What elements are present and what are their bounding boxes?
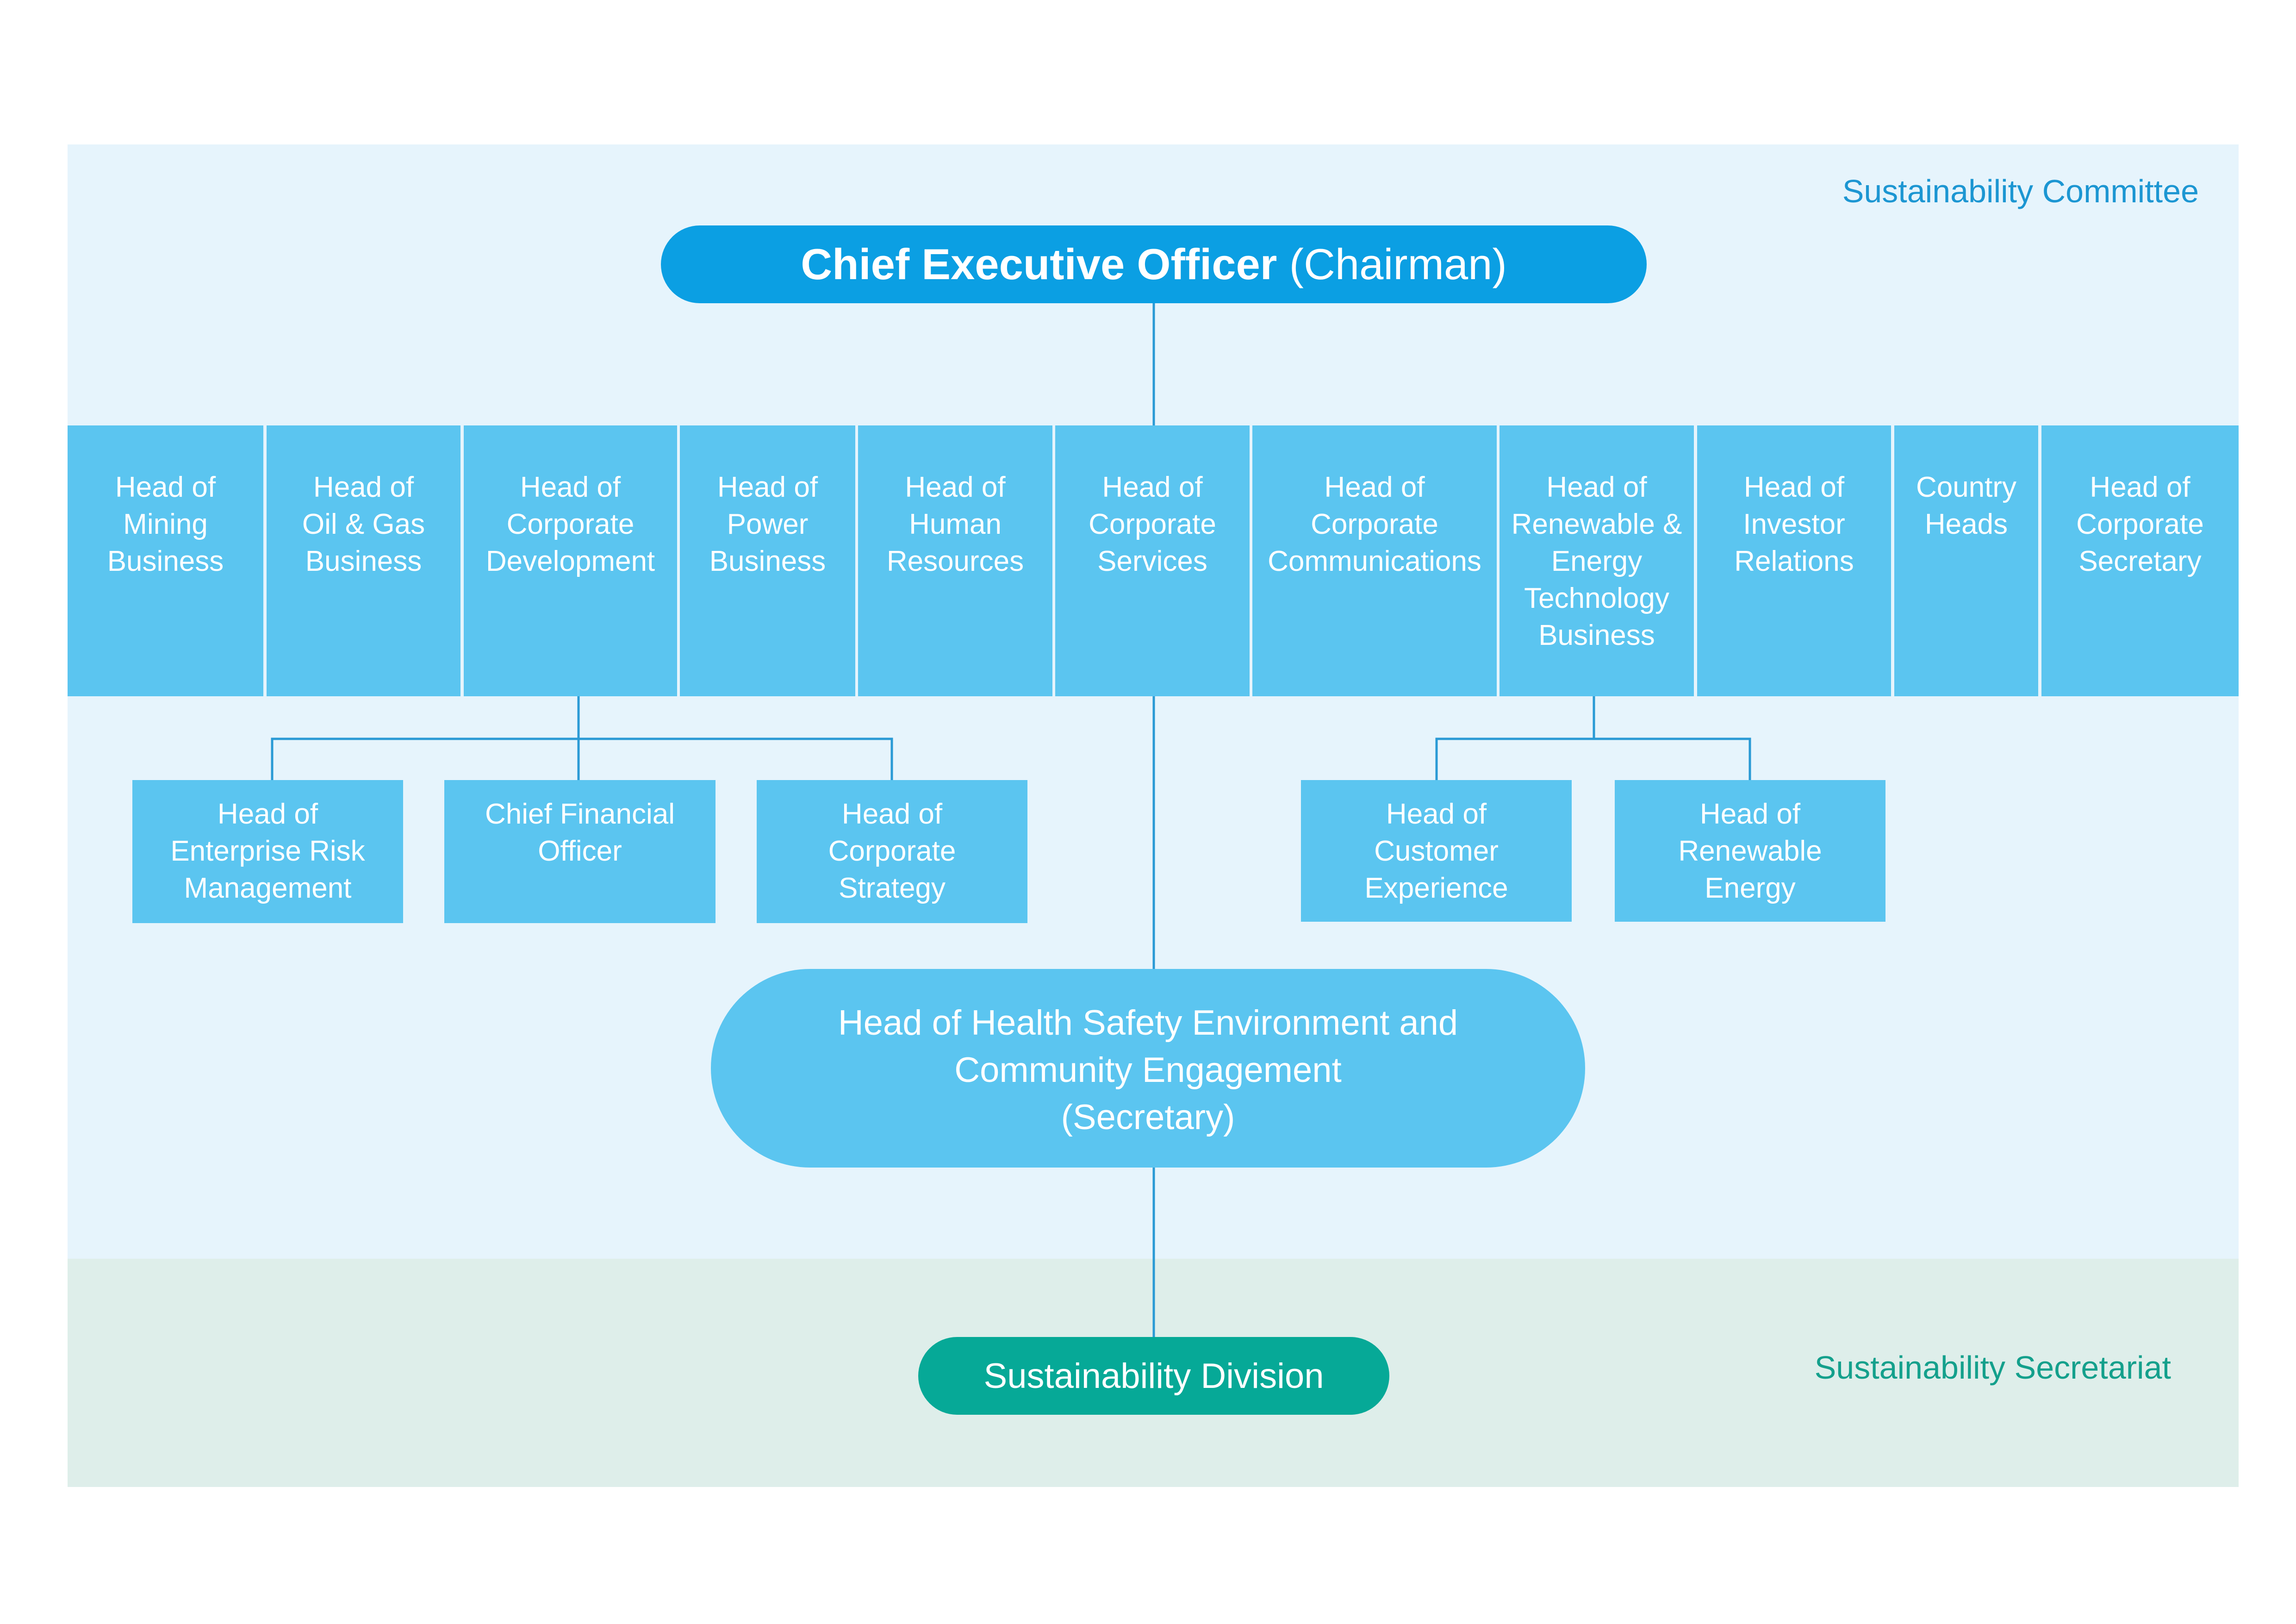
head-mining-business-box: Head of Mining Business	[68, 425, 263, 696]
secretary-label: Head of Health Safety Environment and Co…	[838, 1003, 1458, 1137]
head-corporate-secretary-box: Head of Corporate Secretary	[2041, 425, 2239, 696]
head-investor-relations-box: Head of Investor Relations	[1697, 425, 1891, 696]
cfo-box: Chief Financial Officer	[444, 780, 716, 923]
head-enterprise-risk-box: Head of Enterprise Risk Management	[132, 780, 403, 923]
head-oil-gas-business-box: Head of Oil & Gas Business	[267, 425, 460, 696]
head-renewable-energy-technology-box: Head of Renewable & Energy Technology Bu…	[1500, 425, 1694, 696]
head-human-resources-box: Head of Human Resources	[858, 425, 1052, 696]
head-corporate-services-box: Head of Corporate Services	[1055, 425, 1250, 696]
head-corporate-communications-box: Head of Corporate Communications	[1252, 425, 1497, 696]
ceo-role: (Chairman)	[1289, 240, 1507, 288]
head-renewable-energy-box: Head of Renewable Energy	[1615, 780, 1885, 922]
country-heads-box: Country Heads	[1894, 425, 2038, 696]
sustainability-committee-label: Sustainability Committee	[1842, 173, 2199, 209]
sustainability-division-label: Sustainability Division	[983, 1356, 1324, 1396]
ceo-box: Chief Executive Officer (Chairman)	[661, 225, 1647, 303]
ceo-title: Chief Executive Officer	[801, 240, 1277, 288]
head-corporate-development-box: Head of Corporate Development	[464, 425, 677, 696]
sustainability-secretariat-label: Sustainability Secretariat	[1814, 1349, 2171, 1386]
secretary-box: Head of Health Safety Environment and Co…	[711, 969, 1585, 1168]
head-power-business-box: Head of Power Business	[680, 425, 855, 696]
sustainability-division-box: Sustainability Division	[918, 1337, 1389, 1415]
head-customer-experience-box: Head of Customer Experience	[1301, 780, 1572, 922]
head-corporate-strategy-box: Head of Corporate Strategy	[757, 780, 1027, 923]
